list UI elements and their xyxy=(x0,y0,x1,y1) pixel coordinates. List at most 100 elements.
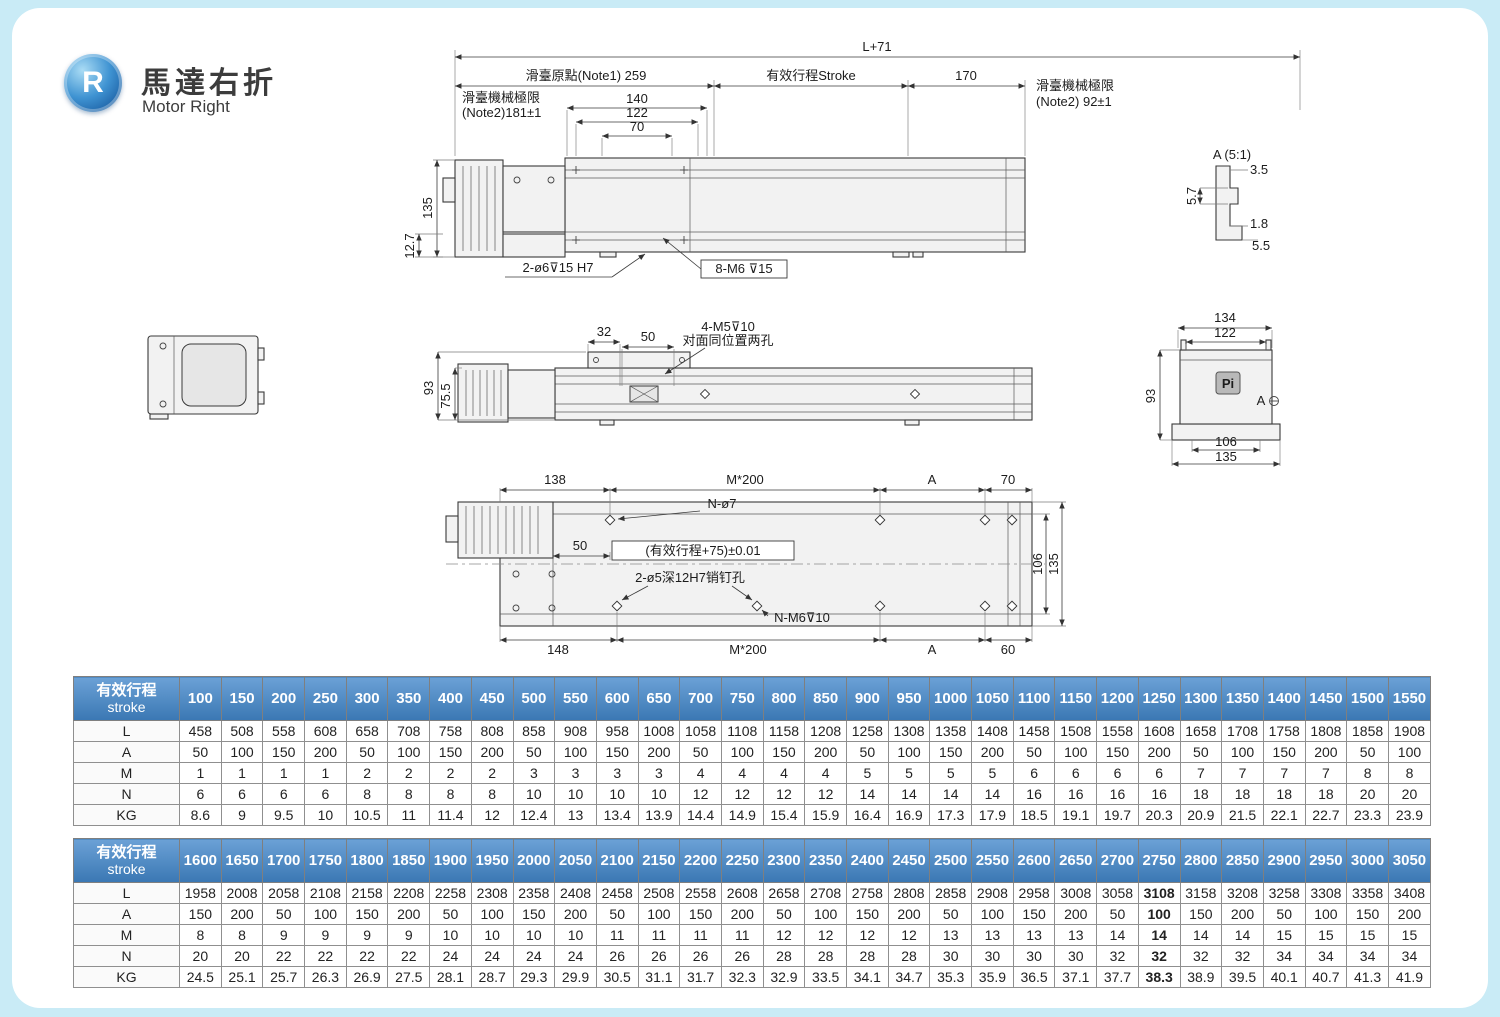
table-cell: 100 xyxy=(1304,903,1348,925)
table-cell: 23.9 xyxy=(1387,804,1432,826)
page-subtitle: Motor Right xyxy=(142,97,230,116)
table-cell: 200 xyxy=(387,903,431,925)
stroke-col-header: 1750 xyxy=(304,838,347,883)
table-cell: 1058 xyxy=(679,720,722,742)
table-cell: 2758 xyxy=(846,882,889,904)
table-cell: 11 xyxy=(637,924,681,946)
stroke-col-header: 2850 xyxy=(1221,838,1264,883)
table-cell: 100 xyxy=(720,741,764,763)
table-cell: 3408 xyxy=(1387,882,1432,904)
stroke-col-header: 1350 xyxy=(1221,676,1264,721)
table-cell: 200 xyxy=(1054,903,1098,925)
table-cell: 50 xyxy=(1012,741,1056,763)
table-cell: 29.9 xyxy=(554,966,597,988)
table-cell: 14 xyxy=(846,783,889,805)
dim-l-plus-71: L+71 xyxy=(862,39,891,54)
table-cell: 20.3 xyxy=(1137,804,1181,826)
table-cell: 40.7 xyxy=(1304,966,1348,988)
table-cell: 34 xyxy=(1387,945,1432,967)
table-cell: 3308 xyxy=(1304,882,1348,904)
table-cell: 3358 xyxy=(1346,882,1389,904)
table-cell: 11 xyxy=(595,924,639,946)
table-cell: 20 xyxy=(1346,783,1389,805)
table-cell: 31.1 xyxy=(637,966,681,988)
table-cell: 30 xyxy=(1054,945,1098,967)
table-cell: 1608 xyxy=(1137,720,1181,742)
stroke-col-header: 550 xyxy=(554,676,597,721)
table-cell: 150 xyxy=(1346,903,1389,925)
table-cell: 34 xyxy=(1346,945,1389,967)
detail-a-drawing: A (5:1) 3.5 5.7 1.8 5.5 xyxy=(1184,147,1270,253)
table-cell: 7 xyxy=(1304,762,1348,784)
table-cell: 12 xyxy=(762,783,806,805)
table-cell: 858 xyxy=(512,720,556,742)
table-cell: 50 xyxy=(1262,903,1306,925)
table-cell: 50 xyxy=(179,741,222,763)
stroke-col-header: 2750 xyxy=(1137,838,1181,883)
table-cell: 2258 xyxy=(429,882,472,904)
row-label: KG xyxy=(73,804,180,826)
dim-12-7: 12.7 xyxy=(402,233,417,258)
table-cell: 9 xyxy=(220,804,264,826)
stroke-col-header: 2250 xyxy=(720,838,764,883)
n-m6-label: N-M6⊽10 xyxy=(774,610,830,625)
table-cell: 5 xyxy=(929,762,973,784)
table-cell: 15 xyxy=(1346,924,1389,946)
table-cell: 6 xyxy=(1096,762,1139,784)
table-cell: 4 xyxy=(804,762,847,784)
table-cell: 26.3 xyxy=(304,966,347,988)
stroke-col-header: 2600 xyxy=(1012,838,1056,883)
table-cell: 35.9 xyxy=(971,966,1014,988)
stroke-col-header: 850 xyxy=(804,676,847,721)
table-cell: 10 xyxy=(470,924,514,946)
m5-hole-label: 4-M5⊽10 xyxy=(701,319,755,334)
table-cell: 508 xyxy=(220,720,264,742)
table-cell: 14 xyxy=(1179,924,1223,946)
top-side-view-drawing: L+71 滑臺原點(Note1) 259 有效行程Stroke 170 滑臺機械… xyxy=(402,39,1301,279)
table-cell: 3258 xyxy=(1262,882,1306,904)
table-cell: 150 xyxy=(595,741,639,763)
table-cell: 14 xyxy=(929,783,973,805)
table-cell: 1408 xyxy=(971,720,1014,742)
table-cell: 9 xyxy=(345,924,389,946)
table-cell: 150 xyxy=(846,903,889,925)
table-cell: 34 xyxy=(1262,945,1306,967)
table-cell: 18 xyxy=(1304,783,1348,805)
table-cell: 24 xyxy=(470,945,514,967)
table-cell: 1708 xyxy=(1221,720,1264,742)
table-cell: 200 xyxy=(971,741,1014,763)
stroke-col-header: 400 xyxy=(429,676,472,721)
stroke-col-header: 1400 xyxy=(1262,676,1306,721)
table-cell: 2 xyxy=(387,762,431,784)
table-cell: 6 xyxy=(1054,762,1098,784)
table-cell: 50 xyxy=(762,903,806,925)
table-cell: 6 xyxy=(179,783,222,805)
table-cell: 16 xyxy=(1054,783,1098,805)
table-cell: 150 xyxy=(679,903,722,925)
table-cell: 16 xyxy=(1137,783,1181,805)
table-cell: 200 xyxy=(1304,741,1348,763)
table-cell: 3208 xyxy=(1221,882,1264,904)
table-cell: 15.9 xyxy=(804,804,847,826)
table-cell: 40.1 xyxy=(1262,966,1306,988)
stroke-col-header: 1900 xyxy=(429,838,472,883)
table-cell: 28.7 xyxy=(470,966,514,988)
table-cell: 22.1 xyxy=(1262,804,1306,826)
stroke-col-header: 2950 xyxy=(1304,838,1348,883)
table-cell: 2908 xyxy=(971,882,1014,904)
table-cell: 33.5 xyxy=(804,966,847,988)
table-cell: 758 xyxy=(429,720,472,742)
table-cell: 16.9 xyxy=(887,804,931,826)
row-label: L xyxy=(73,882,180,904)
table-cell: 200 xyxy=(1221,903,1264,925)
table-cell: 2208 xyxy=(387,882,431,904)
stroke-col-header: 2700 xyxy=(1096,838,1139,883)
table-cell: 32 xyxy=(1137,945,1181,967)
table-cell: 11 xyxy=(679,924,722,946)
detail-a-title: A (5:1) xyxy=(1213,147,1251,162)
stroke-col-header: 1500 xyxy=(1346,676,1389,721)
